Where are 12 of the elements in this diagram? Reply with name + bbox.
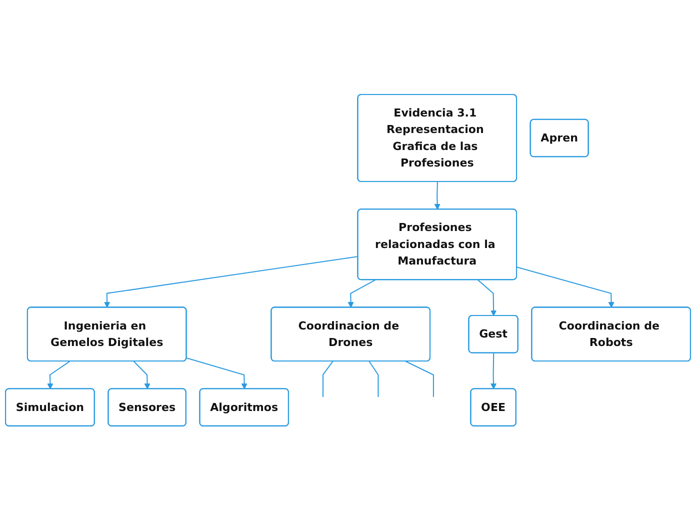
arrow [348, 279, 376, 308]
connector [368, 360, 379, 397]
connector [322, 360, 334, 397]
arrow [47, 360, 70, 390]
arrow [490, 352, 497, 390]
arrow [434, 182, 440, 210]
connector [406, 360, 434, 397]
arrow [133, 360, 150, 390]
arrow [186, 357, 248, 390]
arrow [516, 266, 614, 308]
arrow [477, 279, 497, 316]
arrow [104, 256, 358, 308]
